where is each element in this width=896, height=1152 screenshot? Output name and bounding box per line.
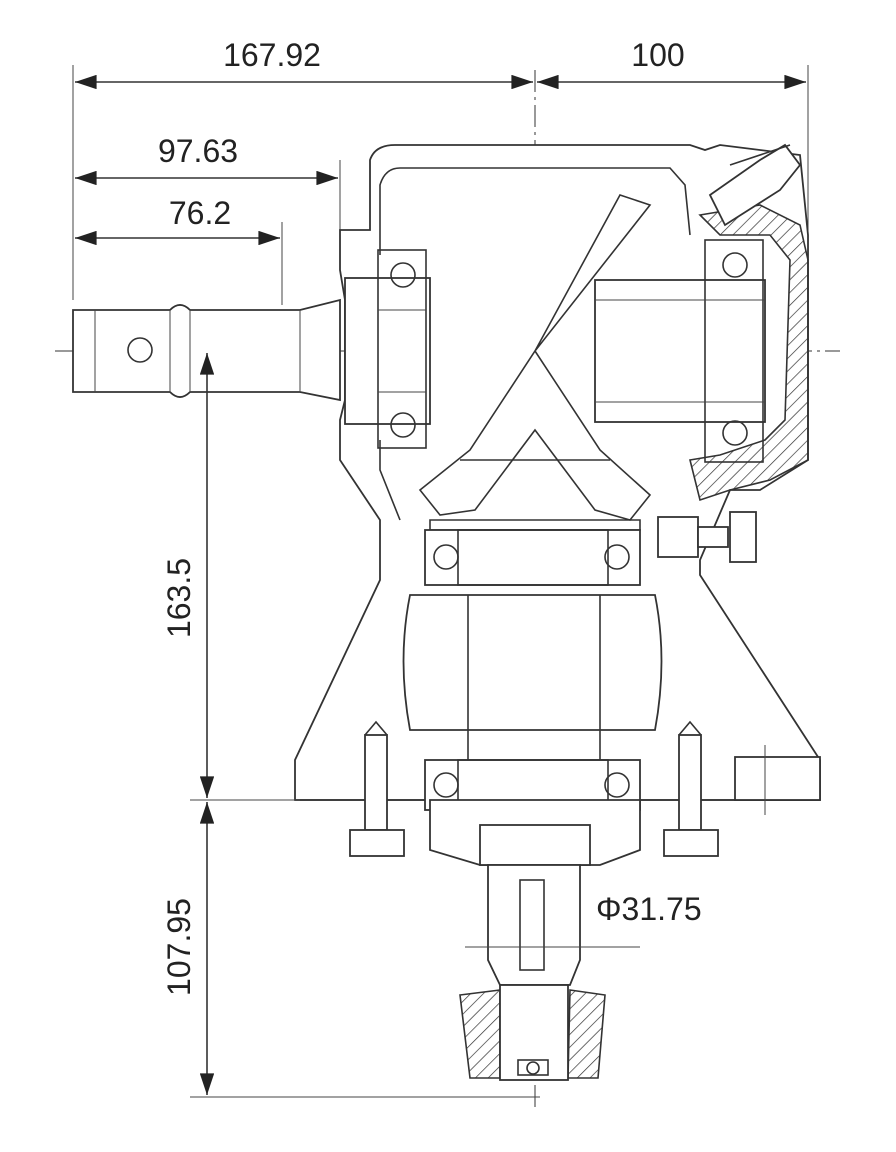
bearing-left: [344, 249, 431, 449]
dimension-height-upper: 163.5: [161, 353, 300, 801]
dimension-output-diameter: Φ31.75: [596, 891, 702, 927]
dim-label-output-diameter: Φ31.75: [596, 891, 702, 927]
output-barrel: [402, 594, 663, 760]
output-shaft: [465, 864, 640, 986]
mount-bolt-left: [349, 720, 405, 857]
bearing-right: [594, 239, 766, 463]
bearing-ball: [604, 772, 630, 798]
shaft-pin-hole: [127, 337, 153, 363]
dimension-inner: 76.2: [75, 195, 283, 305]
dimension-mid: 97.63: [75, 133, 341, 270]
bearing-ball: [433, 544, 459, 570]
mount-bolt-right: [663, 720, 719, 857]
dimension-overall: 167.92 100: [72, 37, 809, 300]
dim-label-inner-left: 76.2: [169, 195, 231, 231]
dim-label-overall-left: 167.92: [223, 37, 321, 73]
castle-nut: [459, 984, 606, 1081]
breather-plug: [708, 143, 802, 227]
dim-label-mid-left: 97.63: [158, 133, 238, 169]
input-shaft: [72, 298, 341, 402]
dimension-height-lower: 107.95: [161, 802, 540, 1098]
bearing-output-upper: [424, 529, 641, 586]
bearing-ball: [604, 544, 630, 570]
dim-label-overall-right: 100: [631, 37, 684, 73]
bearing-ball: [722, 420, 748, 446]
side-bolt: [657, 511, 757, 563]
housing-section-right: [689, 204, 809, 502]
bearing-ball: [433, 772, 459, 798]
bottom-housing: [429, 799, 641, 866]
dim-label-height-lower: 107.95: [161, 898, 197, 996]
dim-label-height-upper: 163.5: [161, 558, 197, 638]
bearing-ball: [390, 412, 416, 438]
bearing-ball: [722, 252, 748, 278]
bearing-ball: [390, 262, 416, 288]
flange-right-tab: [734, 745, 821, 815]
